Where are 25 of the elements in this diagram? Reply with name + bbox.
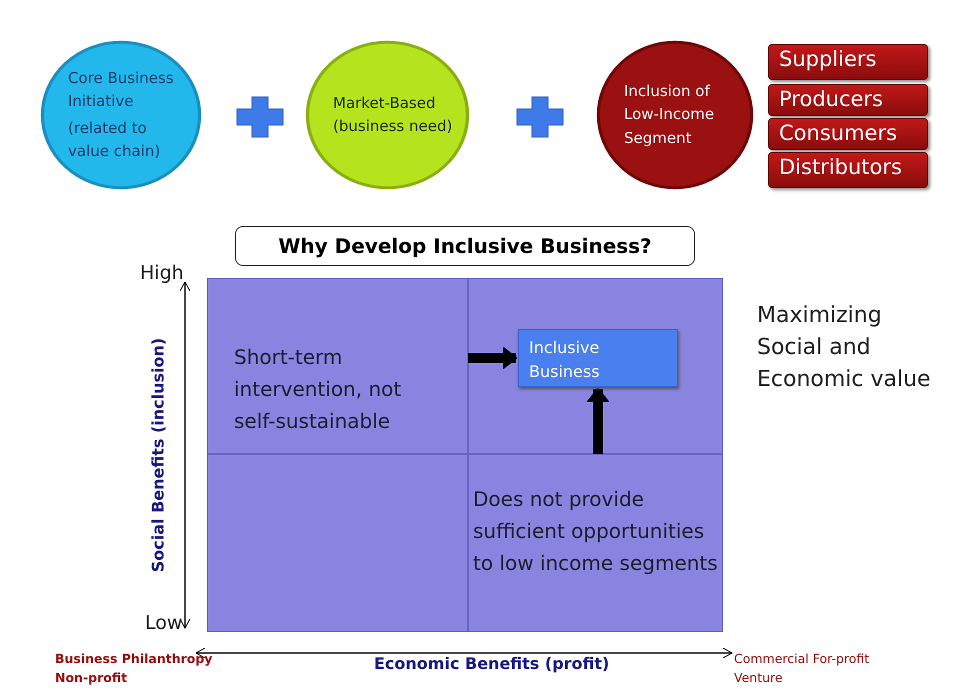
axis-end-label: Business Philanthropy Non-profit bbox=[55, 650, 214, 687]
market-text: Market-Based (business need) bbox=[333, 92, 454, 137]
quadrant-text: Does not provide sufficient opportunities to low income segments bbox=[473, 486, 719, 577]
axis-title: Economic Benefits (profit) bbox=[374, 654, 610, 673]
title-box: Why Develop Inclusive Business? bbox=[235, 226, 695, 266]
initiative-text: Core Business Initiative bbox=[68, 68, 175, 112]
quadrant-text: Short-term intervention, not self-sustainable bbox=[234, 344, 402, 435]
side-note: Maximizing Social and Economic value bbox=[757, 302, 932, 394]
category-box: Suppliers bbox=[768, 44, 928, 80]
axis-title: Social Benefits (inclusion) bbox=[148, 338, 168, 572]
arrow bbox=[468, 346, 518, 370]
segment-text: Inclusion of Low-Income Segment bbox=[624, 81, 716, 149]
category-box: Distributors bbox=[768, 152, 928, 188]
inclusive-business-box: Inclusive Business bbox=[518, 329, 678, 387]
axis-label: Low bbox=[145, 612, 182, 634]
axis-end-label: Commercial For-profit Venture bbox=[734, 650, 870, 687]
category-box: Consumers bbox=[768, 118, 928, 150]
arrow bbox=[586, 388, 610, 454]
axis-label: High bbox=[140, 262, 184, 284]
matrix-quadrant bbox=[207, 454, 468, 632]
category-box: Producers bbox=[768, 84, 928, 116]
matrix-quadrant bbox=[207, 278, 468, 454]
matrix-quadrant bbox=[468, 278, 723, 454]
initiative-note: (related to value chain) bbox=[68, 118, 162, 162]
matrix-quadrant bbox=[468, 454, 723, 632]
